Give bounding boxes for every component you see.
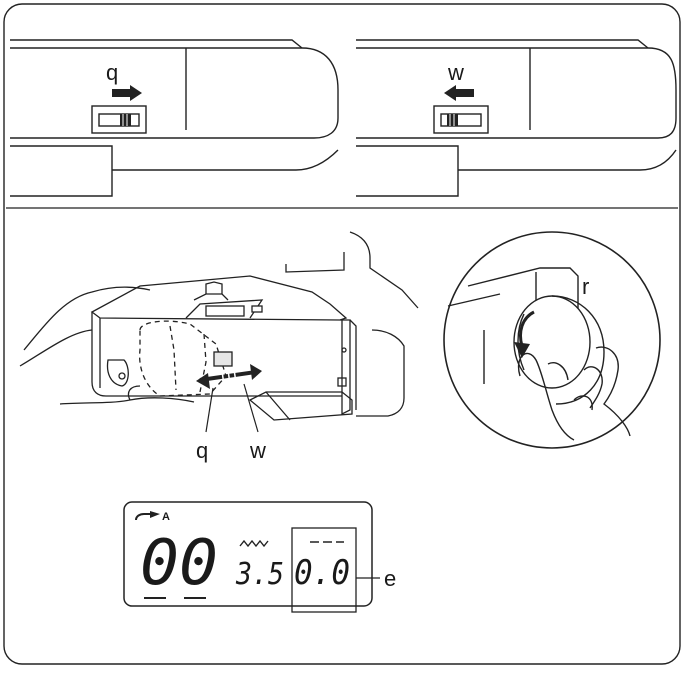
label-r: r [582,274,589,299]
label-q-top: q [106,60,118,85]
figure-frame [3,3,681,665]
lcd-display: A 00 3.5 0.0 e [123,501,396,613]
label-w-machine: w [249,438,266,463]
lever-knob-w [447,114,458,126]
machine-free-arm [19,231,419,421]
label-q-machine: q [196,438,208,463]
lever-knob-q [120,114,131,126]
pattern-number: 00 [140,526,218,599]
drop-feed-lever [213,351,233,367]
arrow-right-icon [112,85,142,101]
arrow-left-icon [444,85,474,101]
handwheel-detail [443,231,661,449]
label-w-top: w [447,60,464,85]
width-value: 3.5 [235,557,284,592]
label-e: e [384,566,396,591]
panel-q-lever-right [10,39,339,197]
panel-w-lever-left [356,39,677,197]
double-arrow-icon [196,364,262,389]
length-value: 0.0 [294,553,350,593]
rotate-arrow-icon [514,310,535,358]
mode-letter: A [162,511,170,523]
length-highlight-box [291,527,357,613]
stitch-width-icon [239,539,269,548]
